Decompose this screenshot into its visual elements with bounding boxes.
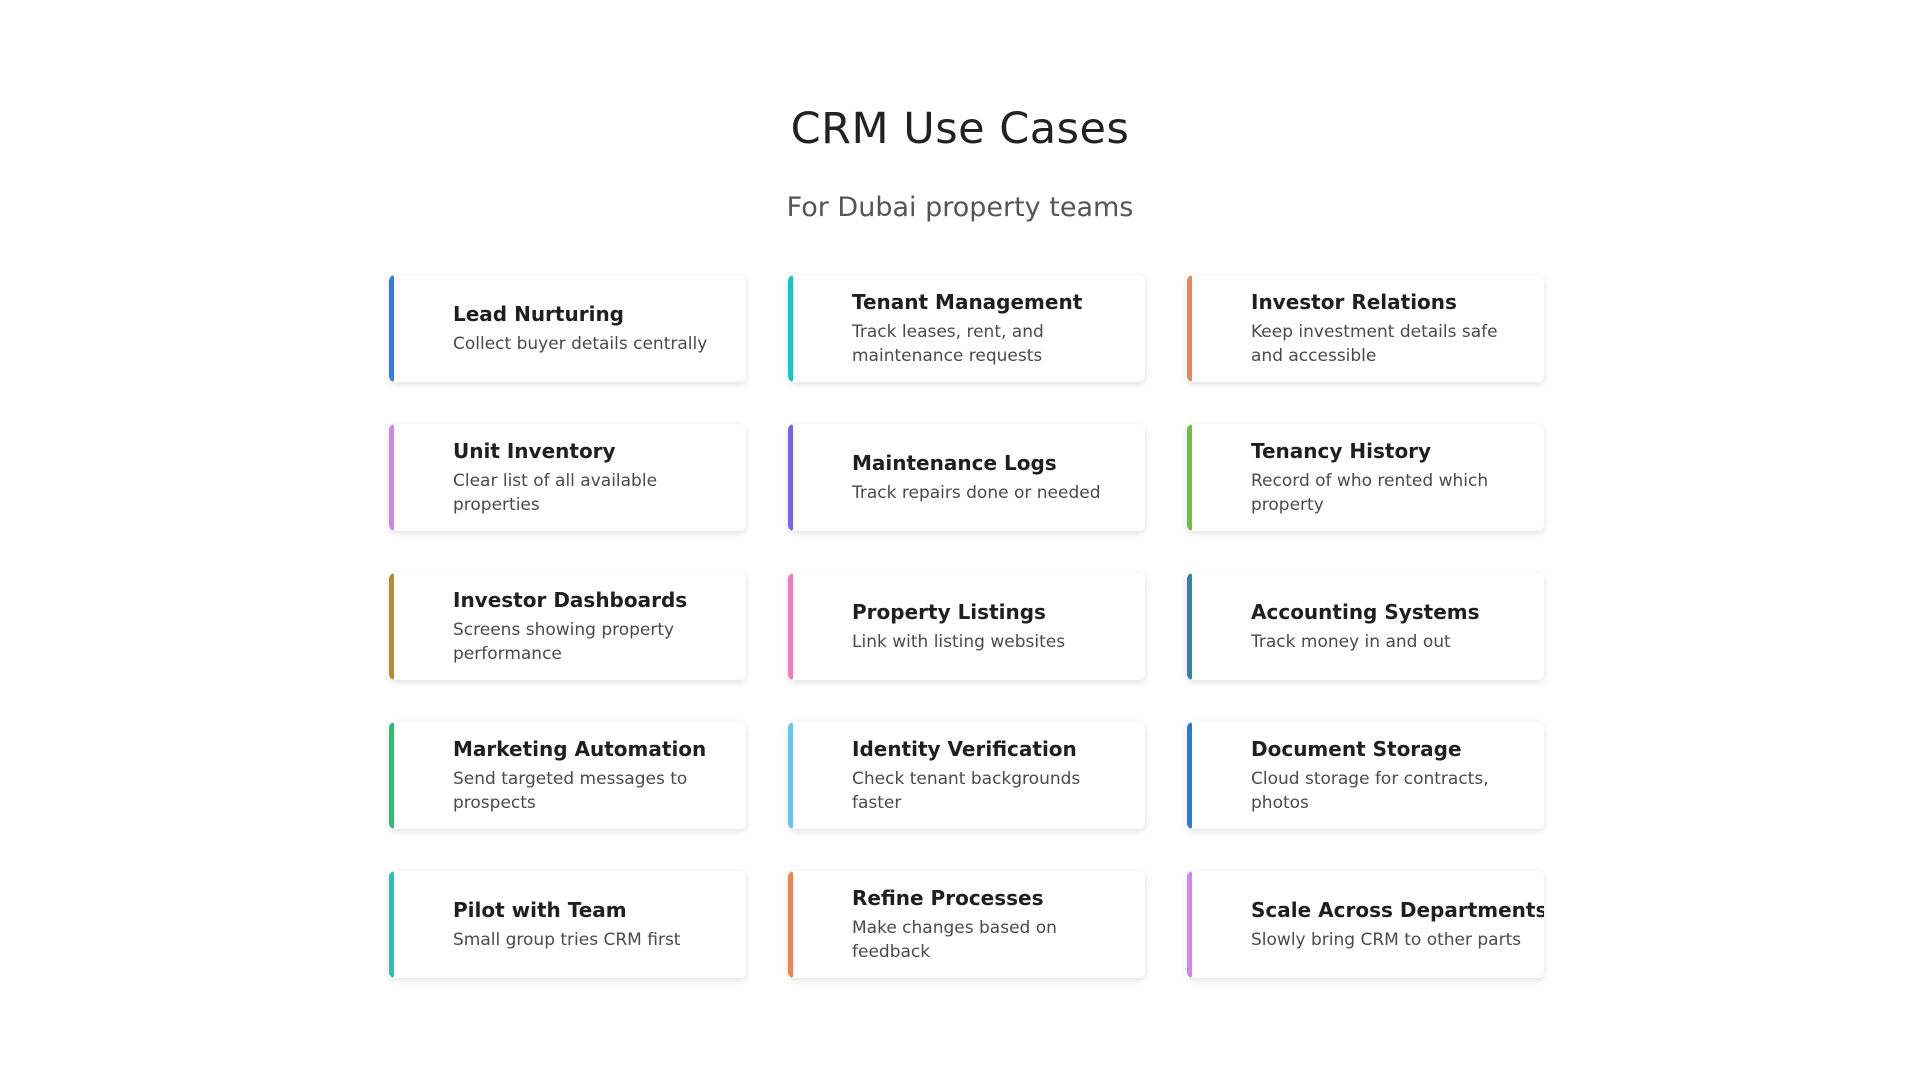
card-accent-bar <box>1187 871 1192 978</box>
card-title: Maintenance Logs <box>852 450 1057 475</box>
card-accent-bar <box>788 722 793 829</box>
card-accent-bar <box>1187 275 1192 382</box>
card-accent-bar <box>788 275 793 382</box>
card-accent-bar <box>788 424 793 531</box>
card-description: Slowly bring CRM to other parts <box>1251 929 1522 950</box>
card-accent-bar <box>1187 424 1192 531</box>
card-title: Tenancy History <box>1251 438 1432 463</box>
card-accent-bar <box>788 871 793 978</box>
card-title: Property Listings <box>852 599 1046 624</box>
card-accent-bar <box>1187 573 1192 680</box>
use-case-card: Tenancy History Record of who rented whi… <box>1187 424 1544 531</box>
card-description: Screens showing property performance <box>453 619 675 664</box>
use-case-card: Investor Dashboards Screens showing prop… <box>389 573 746 680</box>
card-title: Scale Across Departments <box>1251 897 1544 922</box>
use-case-card: Tenant Management Track leases, rent, an… <box>788 275 1145 382</box>
page-title: CRM Use Cases <box>790 104 1130 154</box>
card-accent-bar <box>389 573 394 680</box>
card-title: Pilot with Team <box>453 897 627 922</box>
card-title: Identity Verification <box>852 736 1077 761</box>
card-title: Marketing Automation <box>453 736 707 761</box>
card-description: Keep investment details safe and accessi… <box>1251 321 1498 366</box>
card-title: Investor Dashboards <box>453 587 688 612</box>
use-case-card: Maintenance Logs Track repairs done or n… <box>788 424 1145 531</box>
card-description: Cloud storage for contracts, photos <box>1251 768 1489 813</box>
page-subtitle: For Dubai property teams <box>786 192 1134 223</box>
card-accent-bar <box>788 573 793 680</box>
card-description: Make changes based on feedback <box>852 917 1057 962</box>
use-case-card: Accounting Systems Track money in and ou… <box>1187 573 1544 680</box>
card-title: Document Storage <box>1251 736 1462 761</box>
card-description: Record of who rented which property <box>1251 470 1489 515</box>
use-case-grid: Lead Nurturing Collect buyer details cen… <box>389 275 1544 978</box>
card-accent-bar <box>389 722 394 829</box>
use-case-card: Lead Nurturing Collect buyer details cen… <box>389 275 746 382</box>
card-title: Unit Inventory <box>453 438 616 463</box>
use-case-card: Marketing Automation Send targeted messa… <box>389 722 746 829</box>
use-case-card: Unit Inventory Clear list of all availab… <box>389 424 746 531</box>
card-title: Tenant Management <box>852 289 1083 314</box>
use-case-card: Investor Relations Keep investment detai… <box>1187 275 1544 382</box>
card-description: Link with listing websites <box>852 631 1066 652</box>
use-case-card: Pilot with Team Small group tries CRM fi… <box>389 871 746 978</box>
card-description: Collect buyer details centrally <box>453 333 708 354</box>
card-accent-bar <box>389 871 394 978</box>
card-description: Track repairs done or needed <box>852 482 1101 503</box>
card-accent-bar <box>389 275 394 382</box>
card-accent-bar <box>389 424 394 531</box>
card-title: Refine Processes <box>852 885 1044 910</box>
card-title: Accounting Systems <box>1251 599 1480 624</box>
use-case-card: Refine Processes Make changes based on f… <box>788 871 1145 978</box>
card-title: Lead Nurturing <box>453 301 624 326</box>
card-description: Small group tries CRM first <box>453 929 681 950</box>
card-title: Investor Relations <box>1251 289 1457 314</box>
card-description: Clear list of all available properties <box>453 470 658 515</box>
use-case-card: Scale Across Departments Slowly bring CR… <box>1187 871 1544 978</box>
use-case-card: Property Listings Link with listing webs… <box>788 573 1145 680</box>
card-description: Track leases, rent, and maintenance requ… <box>852 321 1044 366</box>
card-description: Track money in and out <box>1251 631 1451 652</box>
use-case-card: Identity Verification Check tenant backg… <box>788 722 1145 829</box>
card-description: Send targeted messages to prospects <box>453 768 688 813</box>
card-accent-bar <box>1187 722 1192 829</box>
use-case-card: Document Storage Cloud storage for contr… <box>1187 722 1544 829</box>
card-description: Check tenant backgrounds faster <box>852 768 1081 813</box>
